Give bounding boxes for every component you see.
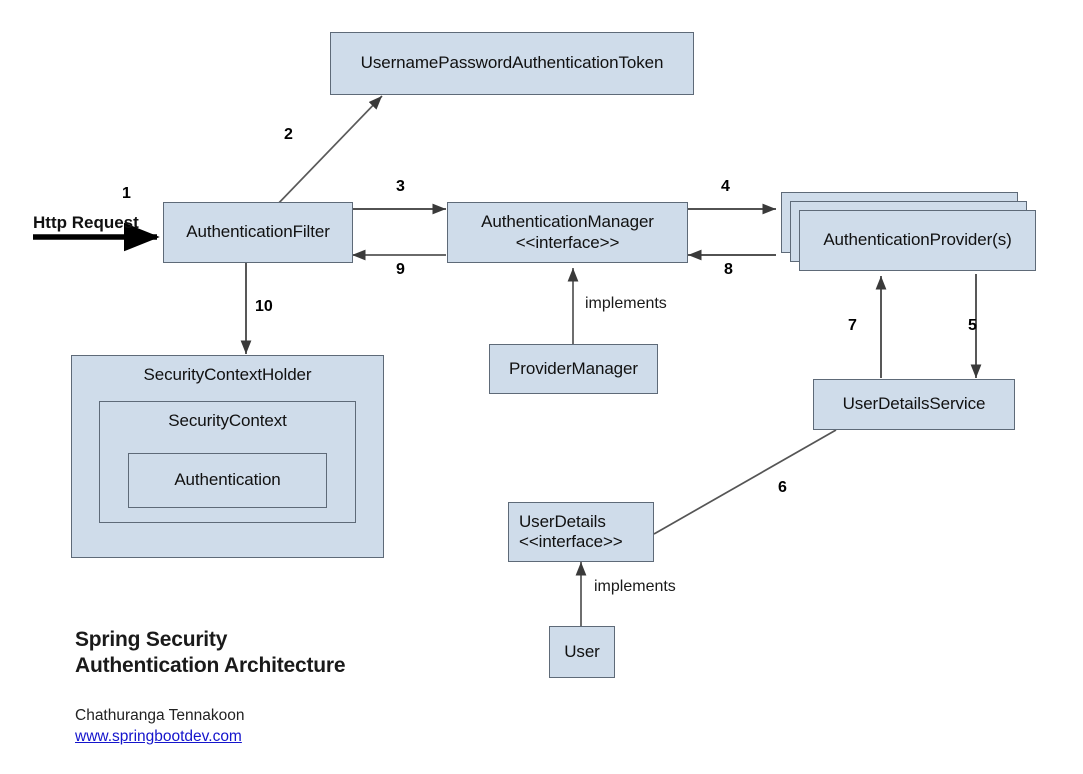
node-label: UserDetailsService [842, 394, 986, 414]
edge-label-9: 9 [396, 261, 405, 278]
edge-label-6: 6 [778, 479, 787, 496]
edge-label-5: 5 [968, 317, 977, 334]
node-stereotype: <<interface>> [515, 232, 620, 252]
edge-label-2: 2 [284, 126, 293, 143]
node-label: SecurityContext [168, 411, 287, 430]
node-label: AuthenticationFilter [186, 222, 330, 242]
node-label: UsernamePasswordAuthenticationToken [360, 53, 664, 73]
edge-6-uds-to-userdetails [653, 429, 837, 535]
edge-2-filter-to-token [273, 95, 383, 209]
node-label: AuthenticationProvider(s) [823, 230, 1012, 250]
node-userdetailsservice[interactable]: UserDetailsService [813, 379, 1015, 430]
node-usernamepasswordauthenticationtoken[interactable]: UsernamePasswordAuthenticationToken [330, 32, 694, 95]
node-label: Authentication [174, 470, 281, 490]
node-authenticationmanager[interactable]: AuthenticationManager <<interface>> [447, 202, 688, 263]
node-authenticationfilter[interactable]: AuthenticationFilter [163, 202, 353, 263]
node-label: User [564, 641, 600, 661]
edge-label-4: 4 [721, 178, 730, 195]
node-label: AuthenticationManager [481, 212, 654, 232]
node-label: ProviderManager [509, 358, 638, 378]
diagram-title: Spring Security Authentication Architect… [75, 628, 346, 678]
node-userdetails[interactable]: UserDetails <<interface>> [508, 502, 654, 562]
node-label: UserDetails [519, 511, 606, 531]
diagram-author: Chathuranga Tennakoon [75, 707, 245, 724]
edge-label-8: 8 [724, 261, 733, 278]
edge-label-10: 10 [255, 298, 273, 315]
node-authenticationproviders[interactable]: AuthenticationProvider(s) [799, 210, 1036, 271]
node-authentication[interactable]: Authentication [128, 453, 327, 508]
edge-label-3: 3 [396, 178, 405, 195]
node-user[interactable]: User [549, 626, 615, 678]
http-request-label: Http Request [33, 213, 139, 232]
relation-label-implements-user: implements [594, 578, 676, 595]
relation-label-implements-providermanager: implements [585, 295, 667, 312]
edge-label-1: 1 [122, 185, 131, 202]
edge-label-7: 7 [848, 317, 857, 334]
diagram-website-link[interactable]: www.springbootdev.com [75, 728, 242, 745]
node-label: SecurityContextHolder [143, 365, 312, 384]
node-providermanager[interactable]: ProviderManager [489, 344, 658, 394]
node-stereotype: <<interface>> [519, 532, 623, 551]
